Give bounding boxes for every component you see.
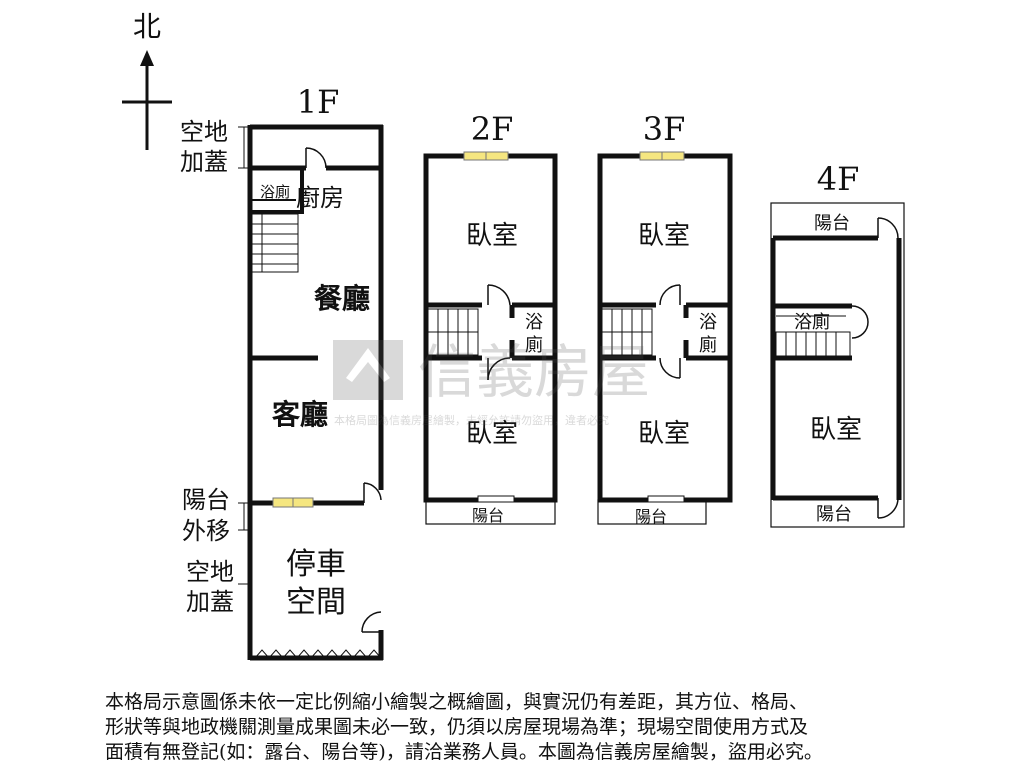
room-bath-2f-line2: 廁 [525, 334, 543, 356]
floor-plan-diagram: 北 1F [122, 10, 905, 661]
watermark-notice: 本格局圖為信義房屋繪製，未經允許請勿盜用，違者必究 [334, 413, 609, 427]
disclaimer-line-1: 本格局示意圖係未依一定比例縮小繪製之概繪圖，與實況仍有差距，其方位、格局、 [105, 691, 809, 713]
room-balcony-4f-top: 陽台 [814, 213, 850, 234]
room-bathroom-1f: 浴廁 [260, 183, 290, 201]
room-living: 客廳 [272, 398, 328, 431]
floor-title-3f: 3F [643, 110, 686, 148]
north-arrow-icon [140, 50, 154, 66]
watermark-brand: 信義房屋 [418, 338, 650, 406]
room-bedroom-3f-bottom: 臥室 [638, 419, 690, 449]
annot-bottom-line2: 加蓋 [186, 588, 234, 616]
disclaimer-line-3: 面積有無登記(如：露台、陽台等)，請洽業務人員。本圖為信義房屋繪製，盜用必究。 [105, 741, 823, 763]
room-bath-2f-line1: 浴 [525, 312, 543, 333]
room-bathroom-4f: 浴廁 [794, 311, 830, 333]
annot-top-line2: 加蓋 [180, 148, 228, 176]
room-bedroom-4f: 臥室 [810, 415, 862, 445]
room-bedroom-3f-top: 臥室 [638, 221, 690, 251]
garage-door [254, 649, 382, 659]
disclaimer-text: 本格局示意圖係未依一定比例縮小繪製之概繪圖，與實況仍有差距，其方位、格局、 形狀… [105, 690, 925, 765]
room-bath-3f-line1: 浴 [699, 312, 717, 333]
floor-title-1f: 1F [297, 83, 340, 121]
floor-2f: 2F 臥室 浴 廁 臥室 陽台 [423, 110, 558, 525]
floor-1f: 1F [180, 83, 384, 661]
room-bath-3f-line2: 廁 [699, 334, 717, 356]
room-bedroom-2f-bottom: 臥室 [466, 419, 518, 449]
floor-title-4f: 4F [817, 160, 860, 198]
annot-bottom-line1: 空地 [186, 558, 234, 586]
compass: 北 [122, 10, 172, 150]
room-bedroom-2f-top: 臥室 [466, 221, 518, 251]
annot-balcony-line1: 陽台 [182, 486, 230, 514]
room-balcony-3f: 陽台 [635, 507, 667, 526]
room-parking-line1: 停車 [286, 547, 346, 582]
floor-title-2f: 2F [471, 110, 514, 148]
brand-logo-icon [333, 340, 403, 400]
room-balcony-2f: 陽台 [472, 506, 504, 525]
disclaimer-line-2: 形狀等與地政機關測量成果圖未必一致，仍須以房屋現場為準；現場空間使用方式及 [105, 716, 809, 738]
annot-balcony-line2: 外移 [182, 517, 230, 545]
room-kitchen: 廚房 [296, 184, 344, 212]
north-label: 北 [133, 10, 161, 43]
floor-4f: 4F 陽台 浴廁 臥室 陽台 [770, 160, 905, 528]
watermark: 信義房屋 本格局圖為信義房屋繪製，未經允許請勿盜用，違者必究 [333, 338, 650, 427]
room-dining: 餐廳 [314, 282, 370, 315]
floor-3f: 3F 臥室 浴 廁 臥室 陽台 [597, 110, 733, 526]
room-parking-line2: 空間 [286, 585, 346, 620]
annot-top-line1: 空地 [180, 118, 228, 146]
room-balcony-4f-bottom: 陽台 [816, 504, 852, 525]
